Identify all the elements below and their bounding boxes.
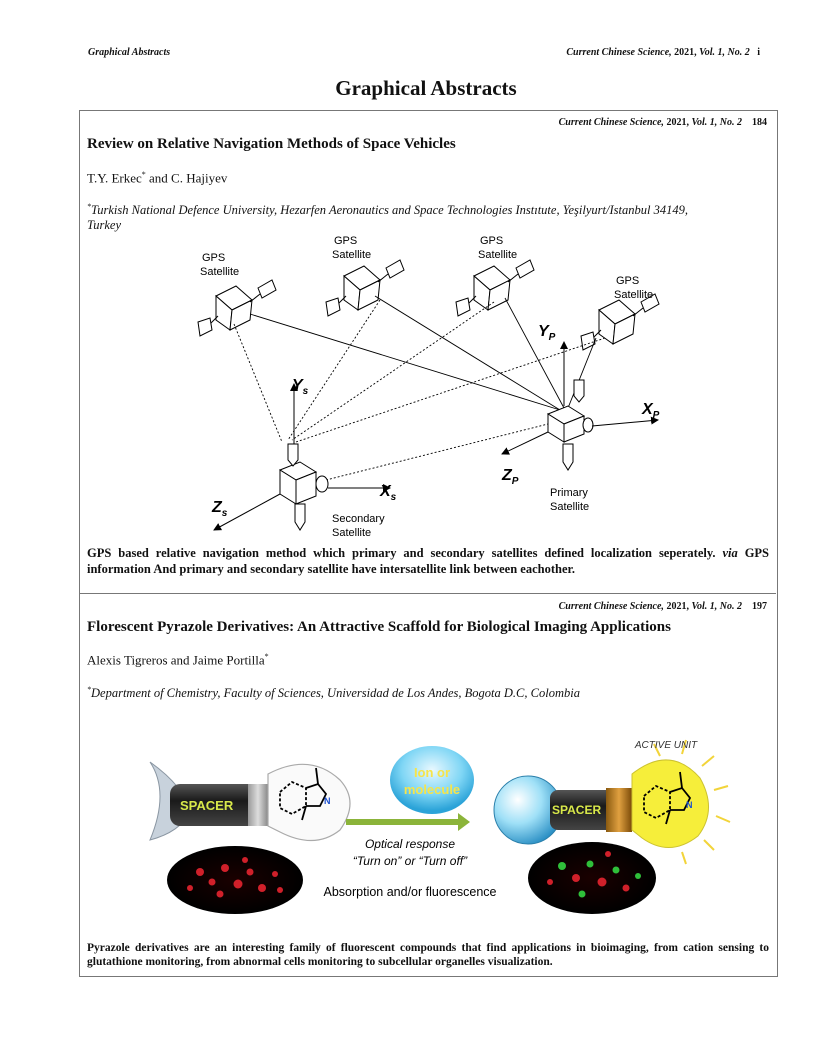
gps-satellite-1 <box>197 279 277 337</box>
axis-label-ys: Ys <box>292 377 309 397</box>
secondary-gps-links <box>233 299 606 481</box>
nitrogen-label: N <box>686 800 693 810</box>
primary-satellite <box>501 341 659 471</box>
secondary-satellite-label: Secondary <box>332 513 385 525</box>
caption-text: GPS based relative navigation method whi… <box>87 546 723 560</box>
gps-label: GPS <box>480 235 503 247</box>
author-names: T.Y. Erkec <box>87 170 142 186</box>
running-header-journal: Current Chinese Science, 2021, Vol. 1, N… <box>566 47 760 58</box>
author-marker: * <box>141 170 146 179</box>
affiliation-marker: * <box>87 202 91 211</box>
gps-navigation-figure: GPS Satellite GPS Satellite GPS Satellit… <box>197 235 660 539</box>
primary-satellite-label: Satellite <box>550 501 589 513</box>
cells-image-left <box>167 846 303 914</box>
bulb-right: N SPACER <box>493 739 731 865</box>
article-citation: Current Chinese Science, 2021, Vol. 1, N… <box>559 601 767 612</box>
gps-label: GPS <box>616 275 639 287</box>
journal-volume: Vol. 1, No. 2 <box>699 47 750 58</box>
ion-molecule-sphere <box>390 746 474 814</box>
gps-label: Satellite <box>332 249 371 261</box>
gps-satellite-4 <box>580 293 660 351</box>
article-caption: Pyrazole derivatives are an interesting … <box>87 942 769 968</box>
article-authors: Alexis Tigreros and Jaime Portilla* <box>87 652 269 668</box>
ion-label: Ion or <box>414 765 450 780</box>
journal-name: Current Chinese Science, <box>566 47 672 58</box>
gps-satellite-2 <box>325 259 405 317</box>
active-unit-label: ACTIVE UNIT <box>634 740 698 751</box>
bulb-left: N SPACER <box>149 761 351 842</box>
gps-label: GPS <box>334 235 357 247</box>
citation-page: 184 <box>752 117 767 128</box>
author-marker: * <box>264 652 269 661</box>
secondary-satellite-label: Satellite <box>332 527 371 539</box>
author-names-rest: and C. Hajiyev <box>145 170 228 186</box>
axis-label-xs: Xs <box>379 483 397 503</box>
caption-via: via <box>722 546 738 560</box>
primary-satellite-label: Primary <box>550 487 588 499</box>
secondary-satellite <box>213 383 391 531</box>
axis-label-yp: YP <box>538 323 556 343</box>
light-rays <box>653 739 731 865</box>
article-citation: Current Chinese Science, 2021, Vol. 1, N… <box>559 117 767 128</box>
nitrogen-label: N <box>324 796 331 806</box>
spacer-label: SPACER <box>552 803 601 817</box>
page-number: i <box>757 47 760 58</box>
abstracts-frame <box>79 110 778 977</box>
gps-label: Satellite <box>200 266 239 278</box>
article-affiliation: *Turkish National Defence University, He… <box>87 199 747 233</box>
article-title: Florescent Pyrazole Derivatives: An Attr… <box>87 619 671 635</box>
caption-text: GPS information And primary and secondar… <box>87 546 770 576</box>
citation-volume: Vol. 1, No. 2 <box>691 117 742 128</box>
author-names: Alexis Tigreros and Jaime Portilla <box>87 652 265 668</box>
abstract-divider <box>79 593 776 594</box>
citation-year: 2021, <box>666 117 689 128</box>
article-caption: GPS based relative navigation method whi… <box>87 545 769 577</box>
ion-label: molecule <box>404 782 460 797</box>
pyrazole-bulb-figure: N SPACER Ion or molecule Optical respons… <box>149 739 731 914</box>
axis-label-zp: ZP <box>501 467 519 487</box>
citation-volume: Vol. 1, No. 2 <box>691 601 742 612</box>
gps-satellite-3 <box>455 259 535 317</box>
article-affiliation: *Department of Chemistry, Faculty of Sci… <box>87 682 747 701</box>
affiliation-line2: Turkey <box>87 218 122 233</box>
citation-journal: Current Chinese Science, <box>558 601 664 612</box>
cells-red-dots-left <box>187 857 283 898</box>
article-authors: T.Y. Erkec* and C. Hajiyev <box>87 170 227 186</box>
citation-page: 197 <box>752 601 767 612</box>
gps-label: Satellite <box>478 249 517 261</box>
citation-journal: Current Chinese Science, <box>558 117 664 128</box>
affiliation-marker: * <box>87 685 91 694</box>
citation-year: 2021, <box>666 601 689 612</box>
axis-label-zs: Zs <box>211 499 228 519</box>
spacer-label: SPACER <box>180 798 234 813</box>
affiliation-line1: Department of Chemistry, Faculty of Scie… <box>91 686 580 701</box>
page-title: Graphical Abstracts <box>335 76 517 100</box>
optical-response-label: Optical response <box>365 837 455 851</box>
axis-label-xp: XP <box>641 401 660 421</box>
response-arrow <box>346 813 470 831</box>
absorption-label: Absorption and/or fluorescence <box>323 885 496 899</box>
primary-gps-links <box>249 295 597 411</box>
article-title: Review on Relative Navigation Methods of… <box>87 136 456 152</box>
journal-year: 2021, <box>674 47 697 58</box>
gps-label: GPS <box>202 252 225 264</box>
cells-dots-right <box>547 851 641 898</box>
gps-label: Satellite <box>614 289 653 301</box>
cells-image-right <box>528 842 656 914</box>
affiliation-line1: Turkish National Defence University, Hez… <box>91 203 688 218</box>
running-header-section: Graphical Abstracts <box>88 47 171 58</box>
turn-on-off-label: “Turn on” or “Turn off” <box>353 854 468 868</box>
